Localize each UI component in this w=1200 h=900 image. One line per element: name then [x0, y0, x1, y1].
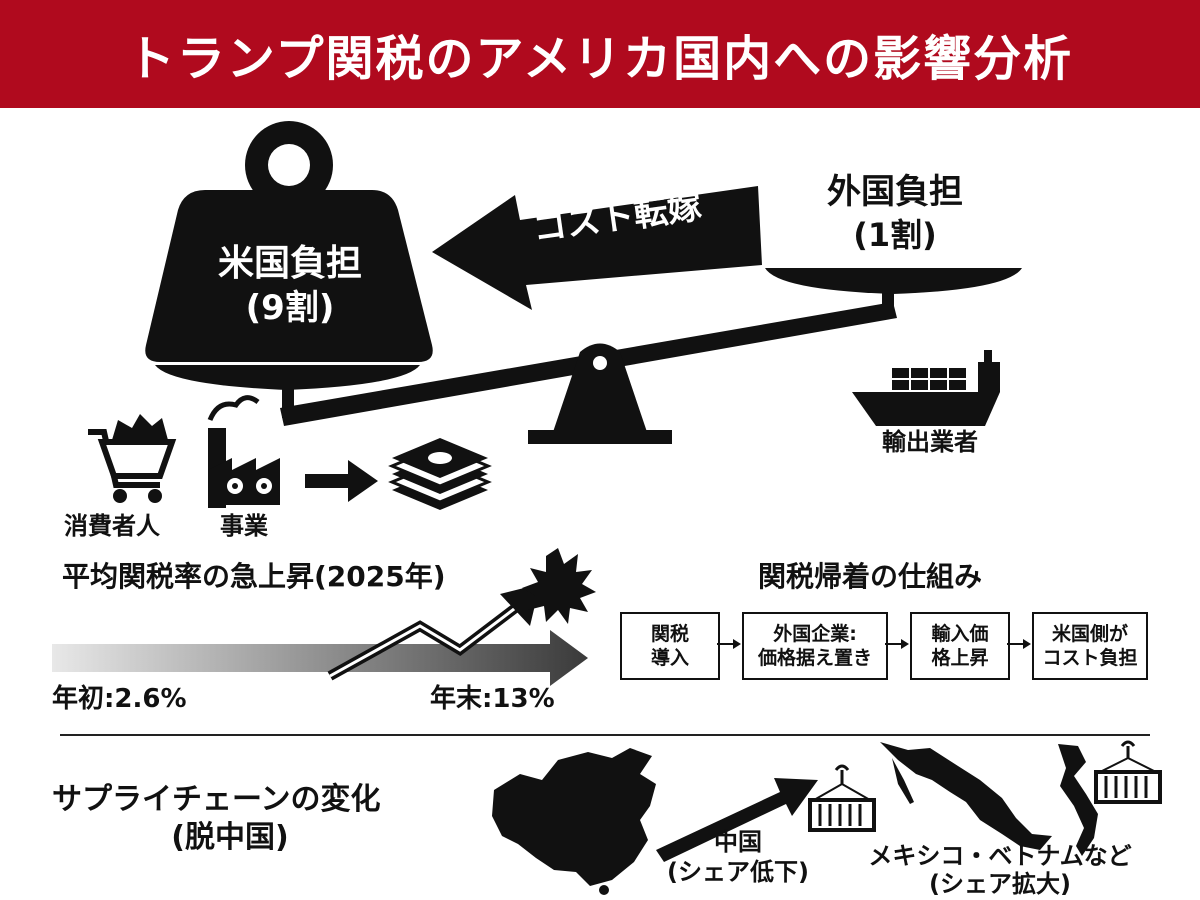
china-map-icon — [492, 748, 656, 886]
cost-arrow — [305, 460, 378, 502]
tariff-rate-heading: 平均関税率の急上昇(2025年) — [62, 560, 446, 593]
cargo-ship-icon — [852, 350, 1000, 426]
title-banner: トランプ関税のアメリカ国内への影響分析 — [0, 0, 1200, 108]
business-label: 事業 — [220, 512, 268, 540]
vietnam-map-icon — [1058, 744, 1098, 856]
factory-icon — [207, 395, 280, 508]
flow-step-3-line1: 輸入価 — [931, 623, 989, 645]
china-sublabel: (シェア低下) — [667, 858, 809, 886]
page-title: トランプ関税のアメリカ国内への影響分析 — [126, 31, 1074, 87]
flow-step-4-line2: コスト負担 — [1042, 647, 1138, 669]
others-sublabel: (シェア拡大) — [929, 870, 1071, 898]
supply-chain-heading: サプライチェーンの変化 — [52, 782, 381, 817]
trend-arrowhead — [500, 584, 540, 626]
foreign-burden-ratio: (1割) — [853, 216, 937, 254]
flow-step-2-line1: 外国企業: — [773, 623, 857, 645]
flow-step-1-line2: 導入 — [650, 647, 689, 669]
flow-step-3: 輸入価格上昇 — [910, 612, 1010, 680]
flow-step-2: 外国企業:価格据え置き — [742, 612, 888, 680]
others-label: メキシコ・ベトナムなど — [868, 842, 1132, 870]
weight-icon — [145, 121, 433, 362]
mechanism-heading: 関税帰着の仕組み — [757, 560, 982, 593]
china-label: 中国 — [714, 828, 762, 856]
trend-band-arrow — [52, 630, 588, 686]
flow-arrow-3 — [1007, 639, 1031, 649]
fulcrum-icon — [528, 343, 672, 444]
shift-arrow — [656, 778, 818, 862]
flow-step-3-line2: 格上昇 — [931, 647, 989, 669]
flow-step-1: 関税導入 — [620, 612, 720, 680]
flow-step-4-line1: 米国側が — [1051, 623, 1128, 645]
right-pan — [765, 268, 1022, 294]
us-burden-label: 米国負担 — [217, 243, 362, 284]
tariff-trend-graphic — [52, 548, 596, 686]
consumers-label: 消費者人 — [64, 512, 160, 540]
flow-step-4: 米国側がコスト負担 — [1032, 612, 1148, 680]
money-stack-icon — [388, 438, 492, 510]
container-icon-2 — [1094, 740, 1162, 804]
flow-step-2-line2: 価格据え置き — [757, 647, 872, 669]
mexico-map-icon — [880, 742, 1052, 850]
cost-shift-arrow — [432, 186, 762, 310]
flow-step-1-line1: 関税 — [650, 623, 689, 645]
exporters-label: 輸出業者 — [882, 428, 978, 456]
container-icon — [808, 764, 876, 832]
shopping-cart-icon — [88, 414, 177, 503]
section-divider — [60, 734, 1150, 736]
flow-arrow-1 — [717, 639, 741, 649]
left-pan — [155, 365, 420, 390]
start-rate-label: 年初:2.6% — [52, 684, 187, 714]
flow-arrow-2 — [885, 639, 909, 649]
foreign-burden-label: 外国負担 — [827, 172, 963, 212]
balance-scale-graphic — [88, 121, 1022, 510]
supply-chain-graphic — [492, 740, 1162, 895]
burst-icon — [522, 548, 596, 624]
us-burden-ratio: (9割) — [245, 288, 335, 328]
supply-chain-subheading: (脱中国) — [171, 820, 289, 855]
end-rate-label: 年末:13% — [430, 684, 555, 714]
